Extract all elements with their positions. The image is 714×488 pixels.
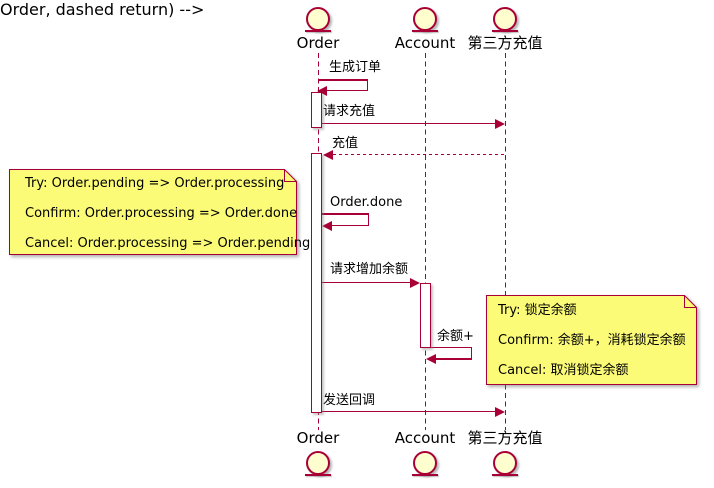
activation-bar-account	[420, 283, 431, 348]
note-shape	[486, 295, 697, 385]
arrowhead-right-icon-send-callback	[495, 406, 505, 417]
lifeline-third-party	[504, 53, 506, 430]
entity-icon-order-top	[306, 7, 330, 31]
message-line-order-done	[322, 213, 369, 215]
arrowhead-right-icon-request-recharge	[495, 118, 505, 129]
message-label-request-add-balance: 请求增加余额	[330, 262, 409, 277]
entity-underline-account-top	[412, 30, 438, 32]
participant-label-account-bottom: Account	[394, 429, 456, 447]
entity-icon-account-top	[413, 7, 437, 31]
entity-icon-account-bottom	[413, 451, 437, 475]
message-line-order-done-turn	[367, 213, 369, 226]
participant-label-order-top: Order	[296, 34, 340, 52]
note-order-tcc-text: Try: Order.pending => Order.processing C…	[9, 169, 311, 255]
message-line-request-recharge	[322, 122, 496, 124]
activation-bar-order-2	[311, 153, 322, 413]
message-line-balance-plus	[431, 346, 472, 348]
participant-label-third-party-top: 第三方充值	[467, 34, 543, 52]
message-label-balance-plus: 余额+	[437, 329, 474, 344]
participant-label-third-party-bottom: 第三方充值	[467, 429, 543, 447]
entity-underline-third-party-bottom	[492, 474, 518, 476]
message-label-create-order: 生成订单	[329, 60, 382, 75]
arrowhead-right-icon-request-add-balance	[410, 277, 420, 288]
entity-underline-third-party-top	[492, 30, 518, 32]
note-order-tcc: Try: Order.pending => Order.processing C…	[9, 169, 311, 255]
message-line-create-order	[318, 79, 368, 81]
message-label-send-callback: 发送回调	[323, 393, 376, 408]
lifeline-account	[424, 53, 426, 430]
note-line-cancel: Cancel: 取消锁定余额	[498, 363, 629, 378]
note-line-try: Try: 锁定余额	[498, 303, 577, 318]
note-line-confirm: Confirm: 余额+，消耗锁定余额	[498, 333, 686, 348]
arrowhead-left-icon-create-order	[317, 85, 327, 96]
entity-underline-order-bottom	[305, 474, 331, 476]
entity-underline-account-bottom	[412, 474, 438, 476]
message-line-send-callback	[322, 410, 496, 412]
message-line-request-add-balance	[322, 281, 410, 283]
note-line-try: Try: Order.pending => Order.processing	[25, 176, 285, 191]
entity-icon-third-party-bottom	[493, 451, 517, 475]
participant-label-account-top: Account	[394, 34, 456, 52]
note-shape	[9, 169, 297, 255]
note-line-cancel: Cancel: Order.processing => Order.pendin…	[25, 236, 311, 251]
message-label-order-done: Order.done	[330, 195, 403, 210]
activation-bar-order-1	[311, 92, 322, 128]
message-label-request-recharge: 请求充值	[323, 104, 376, 119]
entity-underline-order-top	[305, 30, 331, 32]
entity-icon-third-party-top	[493, 7, 517, 31]
message-line-balance-plus-return	[436, 358, 472, 360]
note-account-tcc: Try: 锁定余额 Confirm: 余额+，消耗锁定余额 Cancel: 取消…	[486, 295, 697, 385]
message-line-create-order-return	[327, 89, 368, 91]
note-account-tcc-text: Try: 锁定余额 Confirm: 余额+，消耗锁定余额 Cancel: 取消…	[486, 295, 697, 385]
message-line-create-order-turn	[366, 79, 368, 91]
note-line-confirm: Confirm: Order.processing => Order.done	[25, 206, 298, 221]
message-label-recharge: 充值	[332, 136, 359, 151]
participant-label-order-bottom: Order	[296, 429, 340, 447]
message-line-order-done-return	[332, 224, 369, 226]
arrowhead-left-icon-order-done	[322, 220, 332, 231]
message-line-recharge-dashed	[333, 153, 505, 155]
arrowhead-left-icon-balance-plus	[426, 354, 436, 364]
arrowhead-left-icon-recharge	[323, 149, 333, 160]
entity-icon-order-bottom	[306, 451, 330, 475]
message-line-balance-plus-turn	[470, 346, 472, 360]
